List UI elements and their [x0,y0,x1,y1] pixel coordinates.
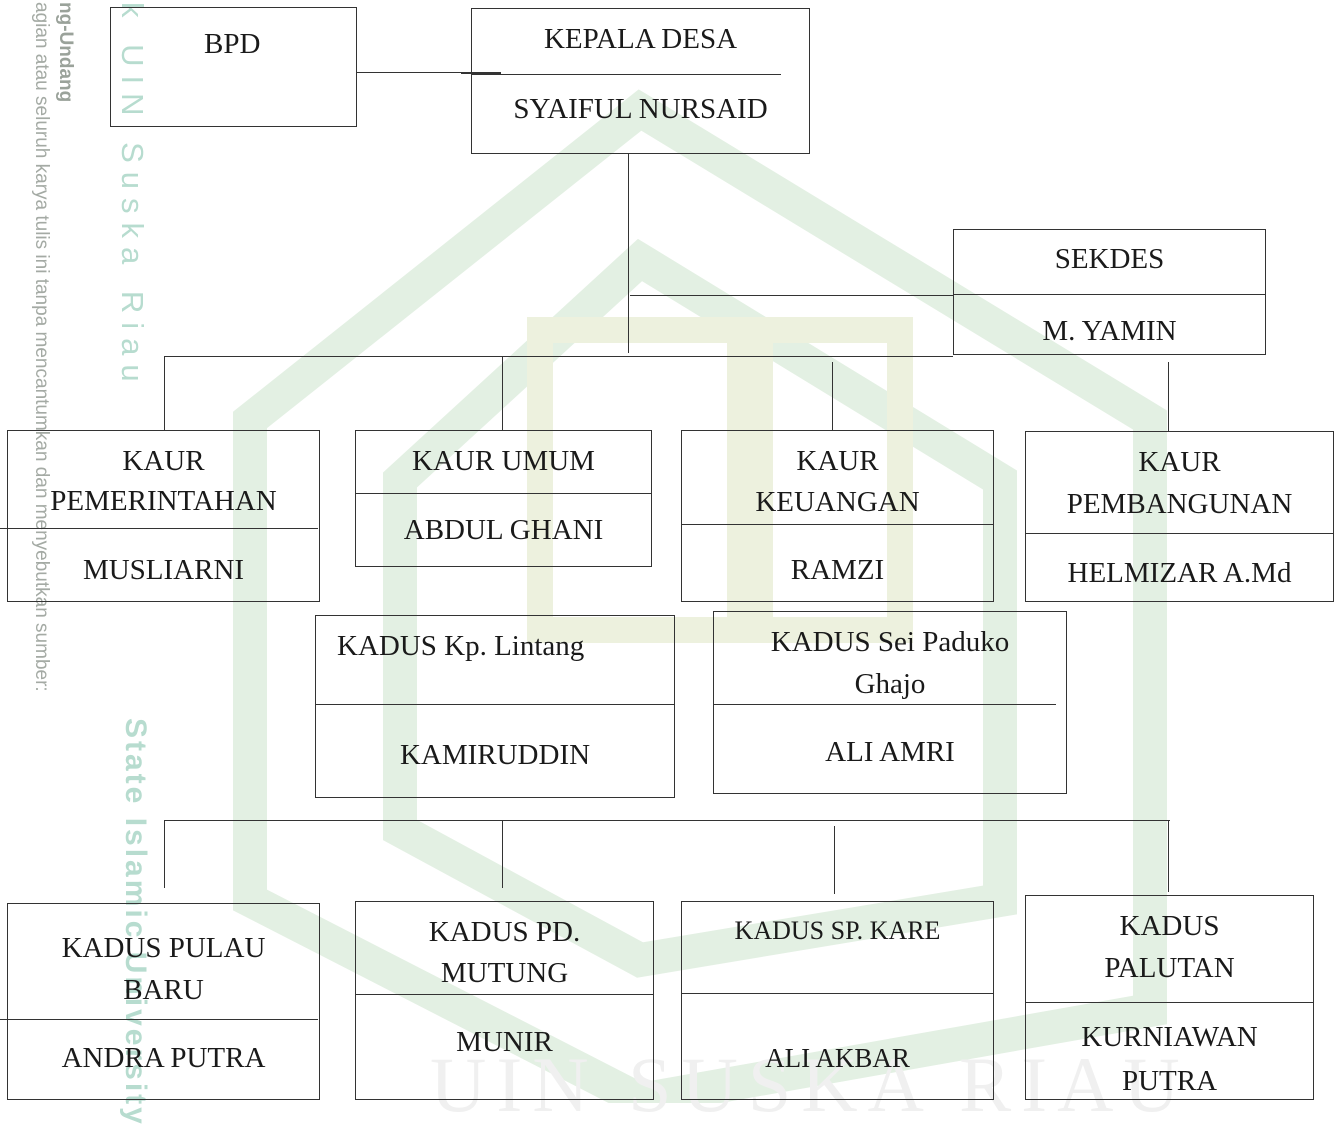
kadus-sei-paduko-box: KADUS Sei Paduko Ghajo ALI AMRI [713,611,1067,794]
sekdes-title: SEKDES [1054,243,1165,275]
bpd-box: BPD [110,7,357,127]
kadus-pulau-baru-name: ANDRA PUTRA [61,1042,266,1074]
kadus-pd-mutung-name: MUNIR [456,1026,553,1058]
connector-kadus-1 [164,820,165,888]
kadus-sp-kare-name: ALI AKBAR [765,1043,910,1073]
connector-kaur-pemb [1168,362,1169,431]
kaur-pemerintahan-name: MUSLIARNI [82,554,245,586]
kaur-pemerintahan-title-1: KAUR [122,445,205,477]
kepala-desa-name: SYAIFUL NURSAID [513,93,768,125]
connector-kadus-3 [834,826,835,894]
connector-bpd-kades [357,72,473,73]
connector-kadus-bar [164,820,1170,821]
kaur-umum-box: KAUR UMUM ABDUL GHANI [355,430,652,567]
kadus-sp-kare-box: KADUS SP. KARE ALI AKBAR [681,901,994,1100]
connector-kaur-pem [164,356,165,431]
kaur-pembangunan-title-2: PEMBANGUNAN [1066,488,1293,520]
watermark-side-text-1: ng-Undang [55,2,76,103]
kadus-pulau-baru-title-2: BARU [123,974,204,1006]
sekdes-box: SEKDES M. YAMIN [953,229,1266,355]
kaur-keuangan-name: RAMZI [790,554,885,586]
kaur-keuangan-box: KAUR KEUANGAN RAMZI [681,430,994,602]
kadus-pulau-baru-title-1: KADUS PULAU [61,932,266,964]
kadus-pd-mutung-title-2: MUTUNG [440,957,569,989]
kepala-desa-box: KEPALA DESA SYAIFUL NURSAID [471,8,810,154]
kaur-pembangunan-title-1: KAUR [1138,446,1221,478]
kaur-pembangunan-box: KAUR PEMBANGUNAN HELMIZAR A.Md [1025,431,1334,602]
connector-to-sekdes [630,295,953,296]
connector-kadus-2 [502,820,503,888]
kadus-pd-mutung-divider [356,994,653,995]
kaur-pembangunan-divider [1026,533,1333,534]
bpd-title: BPD [204,28,261,60]
kaur-pemerintahan-box: KAUR PEMERINTAHAN MUSLIARNI [7,430,320,602]
sekdes-divider [954,294,1265,295]
kadus-sei-paduko-title-2: Ghajo [854,668,926,700]
kaur-umum-name: ABDUL GHANI [403,514,604,546]
kepala-desa-title: KEPALA DESA [543,23,738,55]
kadus-pulau-baru-box: KADUS PULAU BARU ANDRA PUTRA [7,903,320,1100]
kaur-umum-title: KAUR UMUM [412,445,595,477]
kadus-lintang-divider [316,704,674,705]
kadus-palutan-name-1: KURNIAWAN [1081,1021,1258,1053]
connector-kaur-bar [164,356,953,357]
kadus-palutan-title-2: PALUTAN [1104,952,1235,984]
kaur-pemerintahan-divider [0,528,318,529]
kadus-sp-kare-divider [682,993,993,994]
kadus-lintang-title: KADUS Kp. Lintang [337,630,585,662]
kadus-sei-paduko-title-1: KADUS Sei Paduko [770,626,1010,658]
sekdes-name: M. YAMIN [1042,315,1177,347]
kadus-palutan-box: KADUS PALUTAN KURNIAWAN PUTRA [1025,895,1314,1100]
kadus-sei-paduko-divider [713,704,1056,705]
kadus-pd-mutung-box: KADUS PD. MUTUNG MUNIR [355,901,654,1100]
kepala-desa-divider [471,74,781,75]
connector-bpd-kades-accent [461,72,501,74]
kaur-umum-divider [356,493,651,494]
connector-kaur-umum [502,356,503,431]
connector-kades-down [628,153,629,353]
kadus-pulau-baru-divider [0,1019,318,1020]
connector-kaur-keu [832,362,833,431]
kaur-keuangan-divider [682,524,993,525]
kadus-palutan-divider [1026,1002,1313,1003]
kaur-keuangan-title-1: KAUR [796,445,879,477]
kadus-sp-kare-title: KADUS SP. KARE [734,916,941,945]
uin-logo-watermark [233,89,1167,1103]
kaur-pemerintahan-title-2: PEMERINTAHAN [50,485,277,517]
kaur-pembangunan-name: HELMIZAR A.Md [1067,557,1292,589]
kaur-keuangan-title-2: KEUANGAN [755,486,920,518]
connector-kadus-4 [1168,820,1169,892]
kadus-lintang-box: KADUS Kp. Lintang KAMIRUDDIN [315,615,675,798]
kadus-lintang-name: KAMIRUDDIN [399,739,591,771]
kadus-palutan-name-2: PUTRA [1121,1065,1218,1097]
kadus-pd-mutung-title-1: KADUS PD. [428,916,581,948]
kadus-sei-paduko-name: ALI AMRI [825,736,955,768]
kadus-palutan-title-1: KADUS [1119,910,1220,942]
